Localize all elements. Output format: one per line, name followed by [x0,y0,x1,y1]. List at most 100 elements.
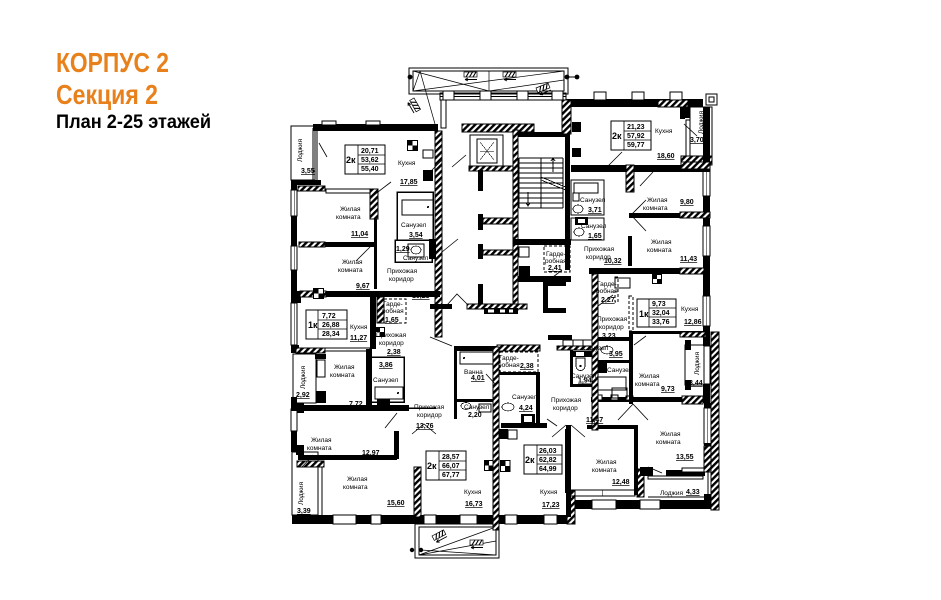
svg-text:3,95: 3,95 [609,351,623,358]
svg-text:3,71: 3,71 [588,207,602,214]
svg-text:Жилая: Жилая [311,437,332,444]
svg-text:66,07: 66,07 [442,463,460,470]
svg-text:18,60: 18,60 [657,153,675,160]
svg-text:11,27: 11,27 [350,335,367,342]
svg-text:2к: 2к [612,131,622,141]
svg-text:Лоджия: Лоджия [698,110,705,134]
svg-text:Жилая: Жилая [651,239,672,246]
svg-text:59,77: 59,77 [627,142,645,149]
svg-text:4,01: 4,01 [471,375,485,382]
svg-text:Санузел: Санузел [583,345,609,352]
svg-text:Лоджия: Лоджия [694,351,701,375]
svg-text:12,48: 12,48 [612,479,630,486]
svg-text:11,47: 11,47 [586,417,603,424]
svg-text:9,67: 9,67 [356,283,370,290]
svg-text:Кухня: Кухня [350,324,368,331]
svg-text:26,03: 26,03 [539,448,557,455]
svg-text:Гарде-: Гарде- [597,281,617,288]
svg-text:3,39: 3,39 [297,508,311,515]
svg-text:Ванна: Ванна [464,369,483,376]
svg-text:3,23: 3,23 [602,333,616,340]
svg-text:2к: 2к [346,155,356,165]
svg-text:32,04: 32,04 [652,310,670,317]
svg-text:11,43: 11,43 [680,256,697,263]
svg-text:2к: 2к [525,455,535,465]
svg-text:Гарде-: Гарде- [383,301,403,308]
svg-text:робная: робная [382,307,404,315]
svg-text:16,73: 16,73 [465,501,483,508]
svg-text:Лоджия: Лоджия [300,365,307,389]
svg-text:комната: комната [656,439,681,446]
svg-text:Гарде-: Гарде- [499,355,519,362]
svg-text:62,82: 62,82 [539,457,557,464]
svg-text:55,40: 55,40 [361,166,379,173]
svg-text:Жилая: Жилая [334,364,355,371]
svg-text:комната: комната [307,445,332,452]
svg-text:коридор: коридор [599,324,624,331]
svg-text:12,86: 12,86 [684,319,702,326]
svg-text:Санузел: Санузел [464,404,490,411]
svg-text:робная: робная [545,257,567,265]
svg-text:4,24: 4,24 [519,405,533,412]
svg-text:Жилая: Жилая [596,459,617,466]
svg-text:Лоджия: Лоджия [660,490,684,497]
svg-text:2к: 2к [427,461,437,471]
svg-text:робная: робная [498,361,520,369]
svg-text:67,77: 67,77 [442,472,460,479]
svg-text:13,55: 13,55 [676,454,694,461]
svg-text:7,72: 7,72 [322,313,336,320]
svg-text:2,38: 2,38 [387,349,401,356]
svg-text:1к: 1к [639,309,649,319]
svg-text:3,70: 3,70 [690,137,704,144]
svg-text:робная: робная [596,287,618,295]
svg-text:комната: комната [343,484,368,491]
svg-text:2,92: 2,92 [296,392,310,399]
svg-text:9,73: 9,73 [661,386,675,393]
svg-text:Жилая: Жилая [347,476,368,483]
svg-text:7,72: 7,72 [349,401,363,408]
svg-text:коридор: коридор [586,254,611,261]
svg-text:57,92: 57,92 [627,133,645,140]
svg-text:Прихожая: Прихожая [551,397,582,404]
svg-text:26,88: 26,88 [322,322,340,329]
svg-text:3,55: 3,55 [301,168,315,175]
svg-text:15,60: 15,60 [387,500,405,507]
svg-text:комната: комната [635,381,660,388]
svg-text:Санузел: Санузел [580,197,606,204]
svg-text:Кухня: Кухня [398,160,416,167]
svg-text:Лоджия: Лоджия [298,481,305,505]
svg-text:Секция 2: Секция 2 [56,79,158,110]
svg-text:Санузел: Санузел [607,367,633,374]
svg-text:коридор: коридор [417,412,442,419]
svg-text:комната: комната [338,267,363,274]
svg-text:Прихожая: Прихожая [597,316,628,323]
svg-text:КОРПУС 2: КОРПУС 2 [56,47,169,78]
svg-text:План 2-25 этажей: План 2-25 этажей [56,112,211,133]
svg-text:Санузел: Санузел [581,223,607,230]
svg-text:Кухня: Кухня [681,306,699,313]
svg-text:13,76: 13,76 [416,423,434,430]
svg-text:1,94: 1,94 [578,378,592,385]
svg-text:комната: комната [336,214,361,221]
svg-text:Лоджия: Лоджия [297,138,304,162]
svg-text:Прихожая: Прихожая [387,268,418,275]
svg-text:Прихожая: Прихожая [376,332,407,339]
svg-text:Жилая: Жилая [647,197,668,204]
svg-text:Гарде-: Гарде- [546,251,566,258]
svg-text:Кухня: Кухня [655,128,673,135]
svg-text:комната: комната [647,247,672,254]
svg-text:28,57: 28,57 [442,454,460,461]
svg-text:1,65: 1,65 [588,233,602,240]
svg-text:1к: 1к [308,320,318,330]
svg-text:Жилая: Жилая [340,206,361,213]
svg-text:комната: комната [592,467,617,474]
svg-text:3,54: 3,54 [409,232,423,239]
svg-text:Кухня: Кухня [540,489,558,496]
svg-text:Санузел: Санузел [571,373,597,380]
svg-text:2,38: 2,38 [520,363,534,370]
svg-text:Санузел: Санузел [403,255,429,262]
svg-text:Жилая: Жилая [660,431,681,438]
svg-text:Прихожая: Прихожая [584,246,615,253]
svg-text:11,04: 11,04 [351,231,368,238]
svg-text:64,99: 64,99 [539,466,557,473]
